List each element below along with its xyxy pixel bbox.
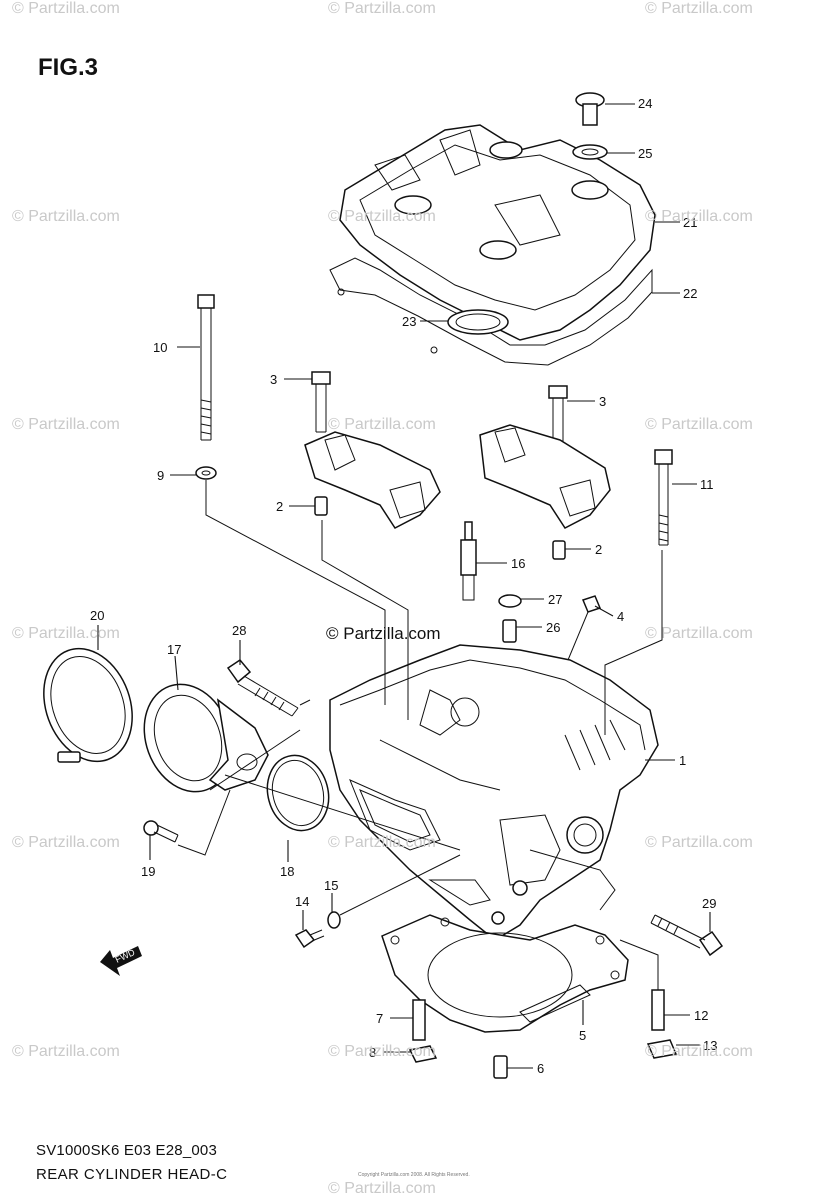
callout-25: 25 [638,146,652,161]
washer-15 [327,911,341,929]
copyright-note: Copyright Partzilla.com 2008. All Rights… [358,1172,470,1178]
callout-17: 17 [167,642,181,657]
watermark: © Partzilla.com [12,1043,120,1060]
long-bolt-11 [654,449,673,546]
head-gasket-5 [381,914,629,1033]
callout-11: 11 [700,477,714,492]
cylinder-head [329,644,659,941]
callout-1: 1 [679,753,686,768]
callout-14: 14 [295,894,309,909]
ring-27 [498,594,522,608]
washer-9 [195,466,217,480]
callout-27: 27 [548,592,562,607]
callout-29: 29 [702,896,716,911]
callout-3-left: 3 [270,372,277,387]
watermark: © Partzilla.com [328,416,436,433]
spark-plug-16 [460,521,477,601]
diagram-code: SV1000SK6 E03 E28_003 [36,1142,218,1159]
watermark: © Partzilla.com [645,1043,753,1060]
watermark: © Partzilla.com [12,834,120,851]
center-watermark: © Partzilla.com [326,624,441,643]
callout-7: 7 [376,1011,383,1026]
callout-24: 24 [638,96,652,111]
watermark: © Partzilla.com [12,0,120,17]
o-ring-18 [266,754,330,832]
figure-title: FIG.3 [38,54,99,81]
callout-5: 5 [579,1028,586,1043]
callout-10: 10 [153,340,167,355]
callout-8: 8 [369,1045,376,1060]
dowel-2-left [314,496,328,516]
leader-lines [97,103,711,1069]
watermark: © Partzilla.com [328,208,436,225]
callout-4: 4 [617,609,624,624]
callout-12: 12 [694,1008,708,1023]
watermark: © Partzilla.com [328,0,436,17]
callout-21: 21 [683,215,697,230]
callout-28: 28 [232,623,246,638]
diagram-name: REAR CYLINDER HEAD-C [36,1166,228,1183]
stud-4 [567,595,602,661]
watermark: © Partzilla.com [645,416,753,433]
screw-19 [143,820,179,843]
callout-13: 13 [703,1038,717,1053]
dowel-2-right [552,540,566,560]
cap-bolt [575,92,605,126]
bolt-14 [294,929,325,949]
callout-9: 9 [157,468,164,483]
callout-19: 19 [141,864,155,879]
sleeve-26 [502,619,517,643]
callout-6: 6 [537,1061,544,1076]
callout-labels: 24 25 21 22 10 3 23 3 9 11 2 16 2 27 4 2… [90,96,717,1076]
callout-15: 15 [324,878,338,893]
bolt-3-left [311,371,331,433]
stud-7 [412,999,426,1041]
watermark: © Partzilla.com [12,416,120,433]
assembly-lines [177,480,663,990]
fwd-arrow [100,946,142,976]
callout-3-right: 3 [599,394,606,409]
camshaft-holder-right [479,424,611,529]
dowel-6 [493,1055,508,1079]
o-ring-23 [447,309,509,335]
watermark: © Partzilla.com [645,208,753,225]
intake-pipe-17 [143,683,269,793]
callout-23: 23 [402,314,416,329]
callout-26: 26 [546,620,560,635]
watermark: © Partzilla.com [645,0,753,17]
camshaft-holder-left [304,431,441,529]
nut-8 [408,1045,438,1063]
head-cover [339,124,656,341]
watermark: © Partzilla.com [328,1180,436,1197]
clamp-20 [43,647,133,763]
callout-18: 18 [280,864,294,879]
nut-13 [646,1039,678,1059]
watermark: © Partzilla.com [645,625,753,642]
head-cover-gasket [329,257,653,366]
watermark: © Partzilla.com [328,834,436,851]
callout-2-right: 2 [595,542,602,557]
callout-22: 22 [683,286,697,301]
watermark: © Partzilla.com [328,1043,436,1060]
watermark: © Partzilla.com [12,208,120,225]
washer-25 [572,144,608,160]
watermark: © Partzilla.com [12,625,120,642]
callout-16: 16 [511,556,525,571]
bolt-29 [650,914,724,957]
callout-2-left: 2 [276,499,283,514]
bolt-28 [226,659,299,717]
long-bolt-10 [197,294,215,441]
stud-12 [651,989,665,1031]
watermark: © Partzilla.com [645,834,753,851]
callout-20: 20 [90,608,104,623]
